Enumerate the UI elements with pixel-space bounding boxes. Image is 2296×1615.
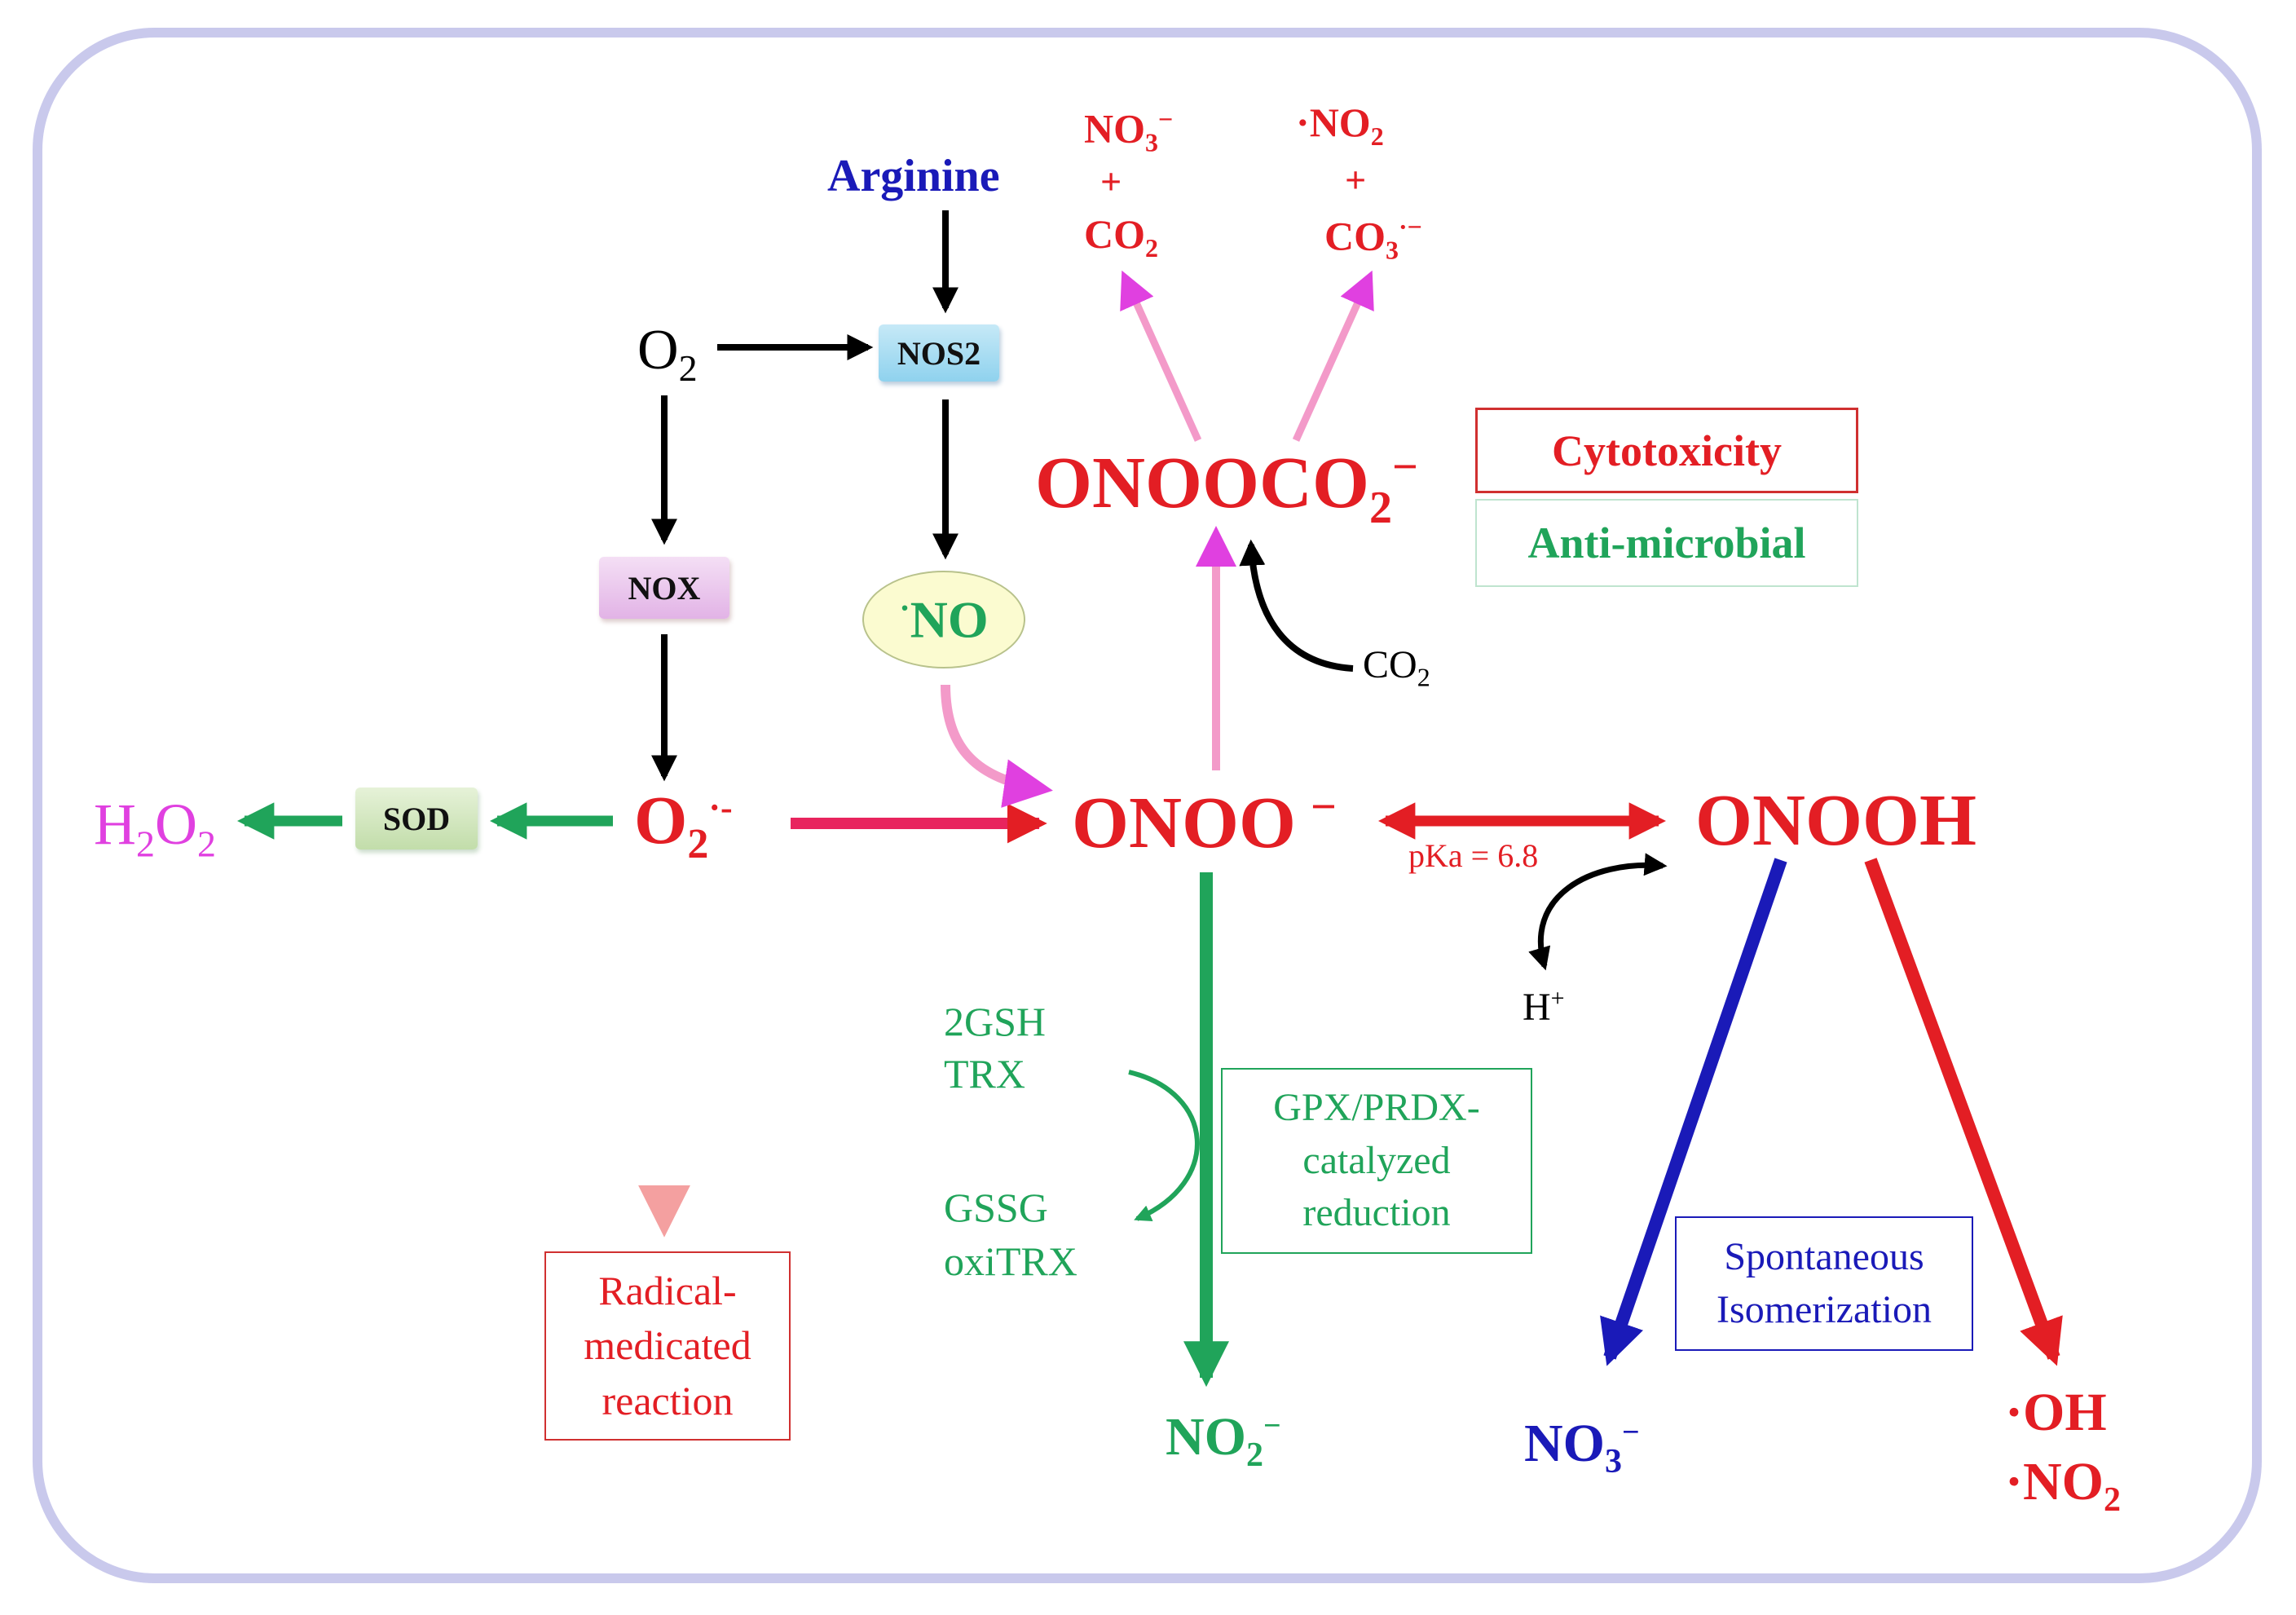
label-pka: pKa = 6.8	[1408, 837, 1539, 874]
plus-sign-1: +	[1100, 161, 1122, 202]
label-gsh: 2GSH	[944, 999, 1047, 1044]
label-radical-reaction: Radical- medicated reaction	[544, 1251, 791, 1441]
product-no2-top: ·NO2	[1296, 99, 1384, 151]
arrow-h-plus	[1528, 853, 1668, 971]
label-gpx-prdx: GPX/PRDX- catalyzed reduction	[1221, 1068, 1532, 1254]
arrow-no-onoo	[941, 684, 1053, 808]
label-trx: TRX	[944, 1051, 1025, 1097]
arrow-co2-onooco2	[1239, 539, 1354, 672]
node-superoxide: O2·-	[634, 783, 733, 867]
product-co2-top: CO2	[1084, 211, 1158, 263]
product-co3-top: CO3·−	[1324, 212, 1422, 265]
rounded-frame	[33, 28, 2262, 1583]
product-no3-minus: NO3−	[1524, 1414, 1640, 1481]
label-oxitrx: oxiTRX	[944, 1238, 1077, 1284]
label-antimicrobial: Anti-microbial	[1475, 499, 1858, 587]
enzyme-nox: NOX	[599, 557, 729, 619]
node-o2: O2	[637, 319, 698, 389]
label-spontaneous-isomerization: Spontaneous Isomerization	[1675, 1216, 1973, 1351]
node-arginine: Arginine	[827, 151, 1000, 201]
product-no3-top: NO3−	[1084, 104, 1174, 157]
label-gssg: GSSG	[944, 1185, 1048, 1230]
node-onooco2: ONOOCO2−	[1035, 442, 1418, 533]
arrow-onooco2-no3co2	[1120, 270, 1202, 442]
arrow-onooco2-no2co3	[1292, 270, 1374, 442]
node-h2o2: H2O2	[94, 792, 216, 865]
product-no2-radical: ·NO2	[2005, 1452, 2122, 1520]
product-no2-minus: NO2−	[1166, 1407, 1281, 1475]
node-co2-in: CO2	[1363, 643, 1430, 692]
node-no-ellipse: ·NO	[862, 571, 1025, 669]
plus-sign-2: +	[1345, 159, 1367, 201]
arrow-reductant-cycle	[1128, 1070, 1200, 1222]
arrow-onooh-oh-no2	[1864, 858, 2063, 1366]
node-onooh: ONOOH	[1695, 780, 1977, 861]
arrow-onooh-no3	[1600, 858, 1787, 1366]
enzyme-nos2: NOS2	[879, 324, 999, 382]
node-onoo: ONOO−	[1072, 782, 1337, 863]
enzyme-sod: SOD	[355, 788, 478, 849]
label-cytotoxicity: Cytotoxicity	[1475, 408, 1858, 493]
product-oh-radical: ·OH	[2005, 1383, 2107, 1442]
node-h-plus: H+	[1523, 985, 1565, 1029]
